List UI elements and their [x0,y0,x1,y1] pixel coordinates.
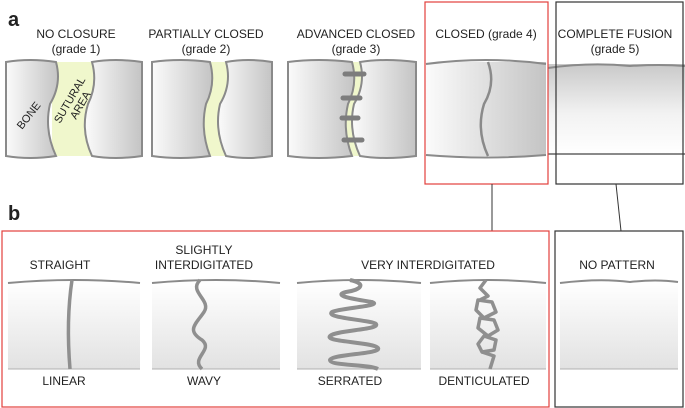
serrated-suture-line [327,278,381,371]
closed-highlight-frame [424,1,549,185]
no-pattern-frame [554,230,684,408]
pattern-4-name: DENTICULATED [438,374,529,388]
stage-4-caption: CLOSED (grade 4) [435,27,536,41]
stage-5-caption: COMPLETE FUSION (grade 5) [558,27,673,56]
stage-2-title: PARTIALLY CLOSED [148,27,263,41]
pattern-3-name: SERRATED [318,374,383,388]
fusion-highlight-frame [555,1,684,185]
stage-2-grade: (grade 2) [182,42,231,56]
bone-left-piece [151,59,214,159]
top-edge [547,63,685,69]
bone-bridges [339,71,367,143]
pattern-none-illustration [559,279,679,370]
stage-1-grade: (grade 1) [52,42,101,56]
patterns-frame [1,230,550,408]
top-edge [425,59,547,65]
stage-1-bone-illustration: BONE SUTURAL AREA [5,59,143,159]
bone-right-piece [83,59,143,159]
bone-left-piece [287,59,356,159]
pattern-1-header: STRAIGHT [30,258,91,272]
pattern-1-name: LINEAR [42,374,86,388]
pattern-2-name: WAVY [187,374,221,388]
stage-3-bone-illustration [287,59,417,159]
pattern-3-header: VERY INTERDIGITATED [361,258,495,272]
pattern-2-header-line2: INTERDIGITATED [155,258,254,272]
panel-b-label: b [8,203,20,225]
stage-4-title: CLOSED (grade 4) [435,27,536,41]
pattern-5-header: NO PATTERN [579,258,655,272]
fusion-connector [615,183,622,232]
bone-body [426,62,546,156]
bottom-edge [425,154,547,159]
pattern-serrated-illustration [296,278,422,371]
denticulated-suture [474,278,500,370]
panel-a-label: a [8,9,20,31]
stage-5-bone-illustration [547,63,685,155]
bone-left-piece [5,59,59,159]
pattern-wavy-illustration [151,278,281,371]
suture-line [479,61,493,157]
stage-5-title: COMPLETE FUSION [558,27,673,41]
bone-right-piece [217,59,273,159]
stage-3-caption: ADVANCED CLOSED (grade 3) [297,27,416,56]
pattern-linear-illustration [7,279,141,370]
stage-1-caption: NO CLOSURE (grade 1) [36,27,115,56]
stage-3-grade: (grade 3) [332,42,381,56]
stage-4-bone-illustration [425,59,547,159]
stage-3-title: ADVANCED CLOSED [297,27,416,41]
pattern-2-header: SLIGHTLY [175,243,232,257]
pattern-denticulated-illustration [429,278,547,370]
linear-suture-line [66,279,74,370]
stage-2-bone-illustration [151,59,273,159]
bone-body [548,64,685,154]
stage-2-caption: PARTIALLY CLOSED (grade 2) [148,27,263,56]
stage-1-title: NO CLOSURE [36,27,115,41]
stage-5-grade: (grade 5) [591,42,640,56]
bone-right-piece [351,59,417,159]
wavy-suture-line [191,278,208,371]
